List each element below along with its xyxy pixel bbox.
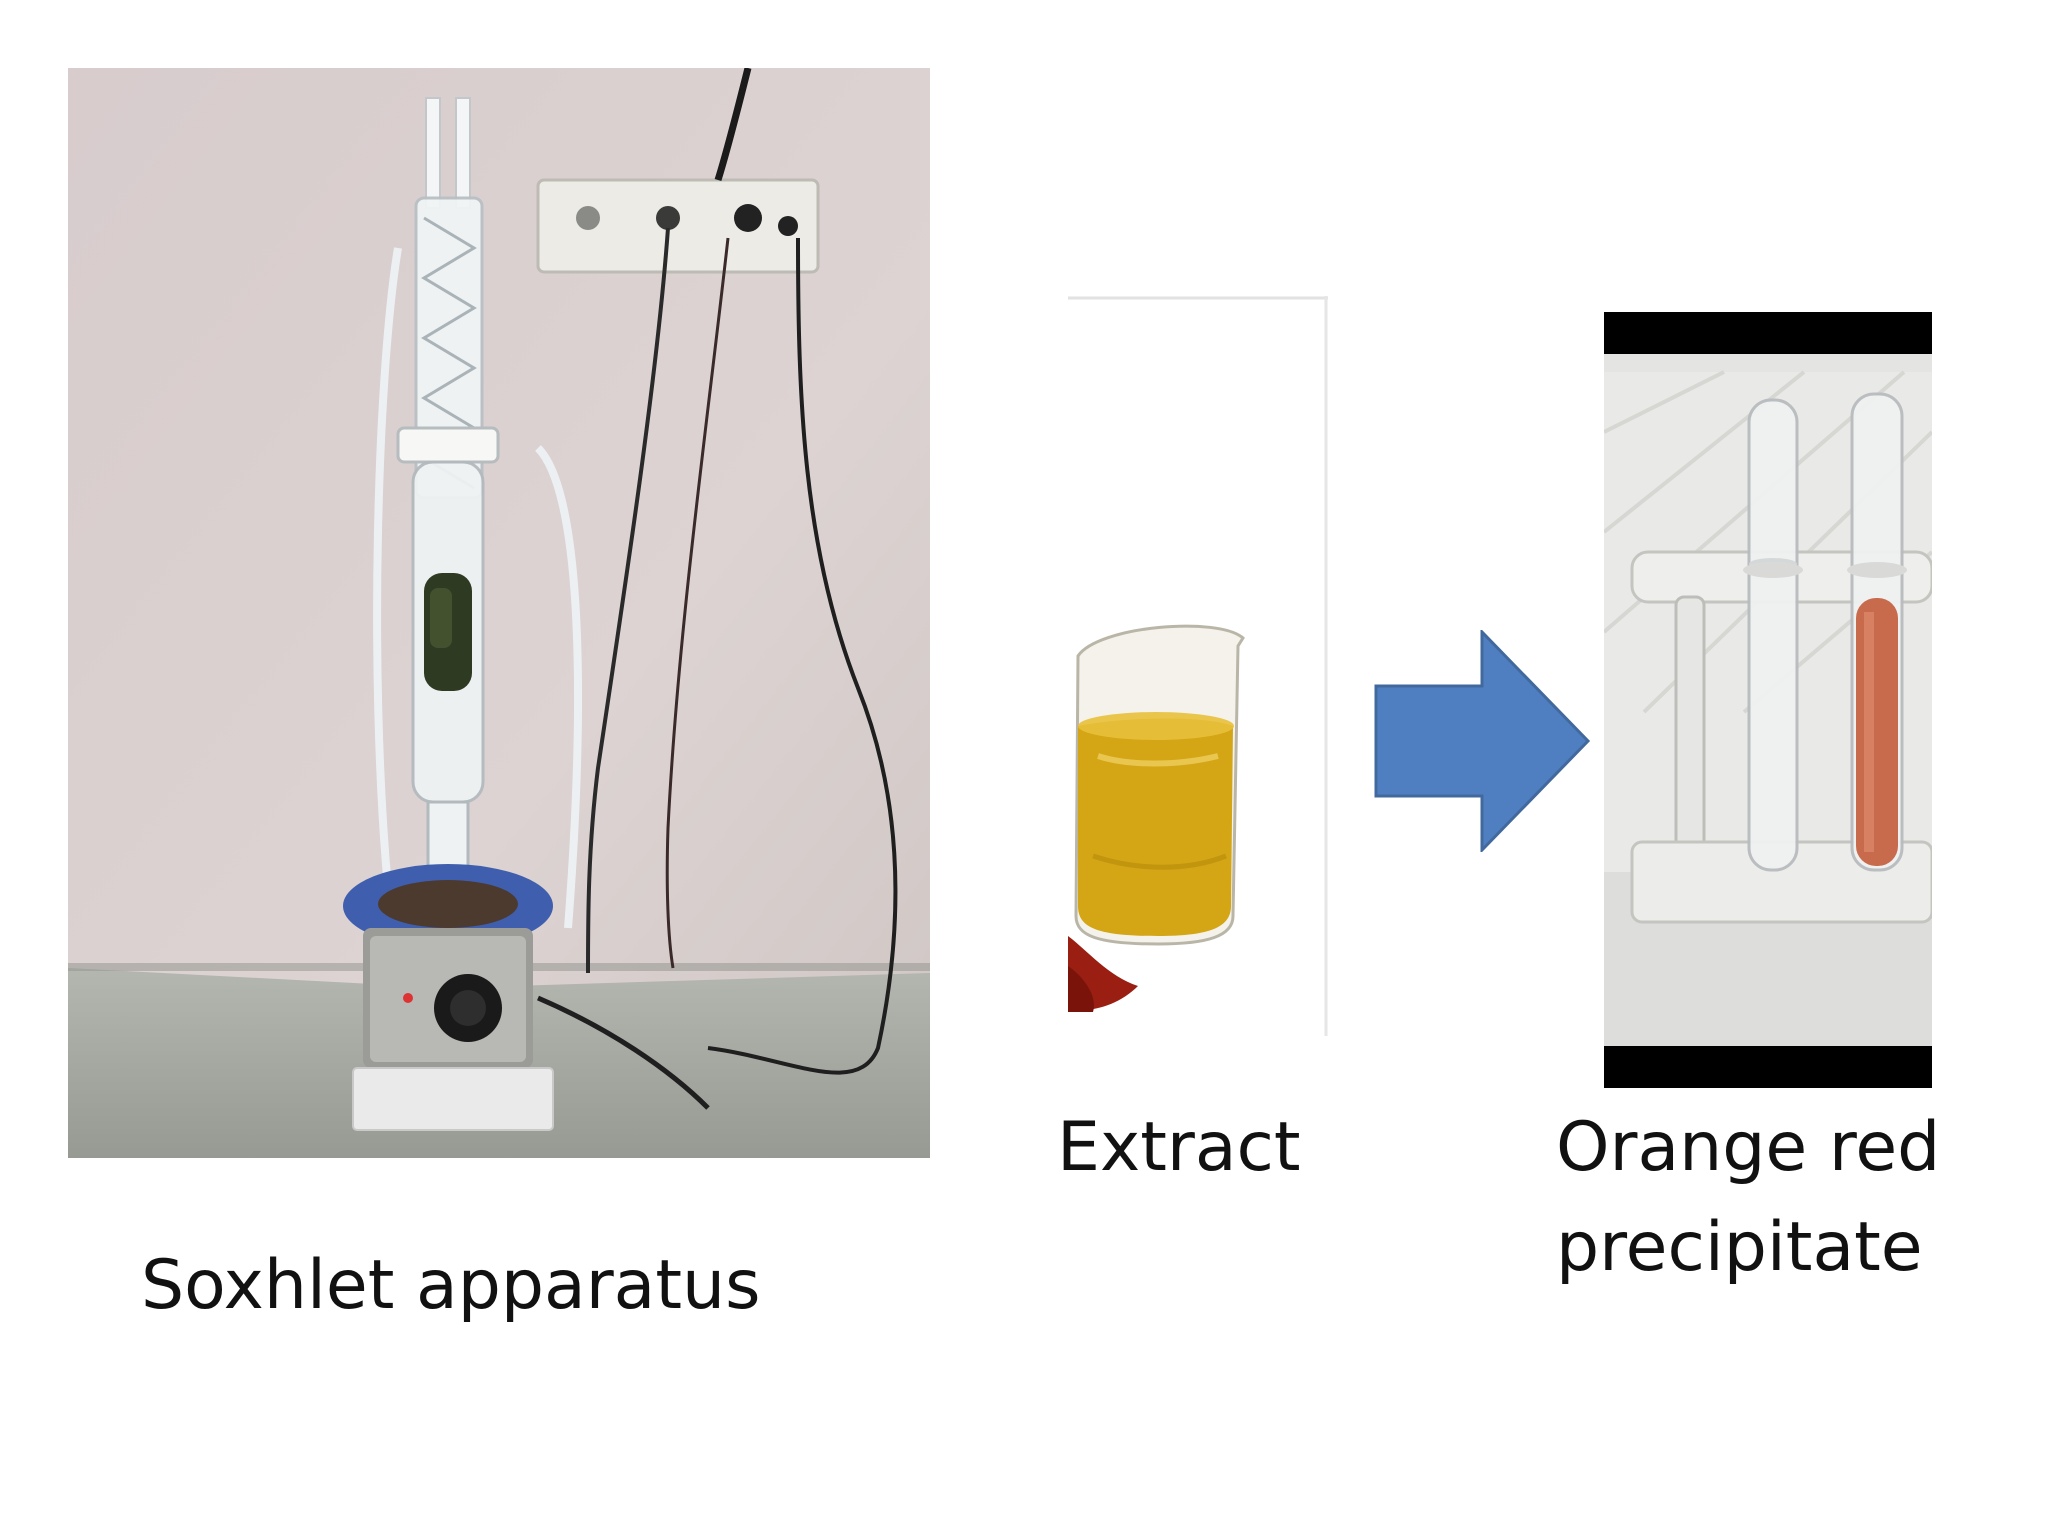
caption-extract-text: Extract bbox=[1057, 1108, 1301, 1187]
caption-extract: Extract bbox=[1057, 1098, 1301, 1198]
test-tube-rack-photo bbox=[1604, 312, 1932, 1088]
caption-precipitate-line1: Orange red bbox=[1556, 1108, 1941, 1187]
caption-soxhlet-text: Soxhlet apparatus bbox=[141, 1246, 761, 1325]
right-arrow-icon bbox=[1374, 630, 1592, 852]
caption-precipitate-line2: precipitate bbox=[1556, 1208, 1923, 1287]
caption-orange-red-precipitate: Orange red precipitate bbox=[1556, 1098, 1940, 1298]
soxhlet-apparatus-photo bbox=[68, 68, 930, 1158]
caption-soxhlet-apparatus: Soxhlet apparatus bbox=[141, 1236, 761, 1336]
extract-beaker-photo bbox=[1068, 296, 1328, 1036]
